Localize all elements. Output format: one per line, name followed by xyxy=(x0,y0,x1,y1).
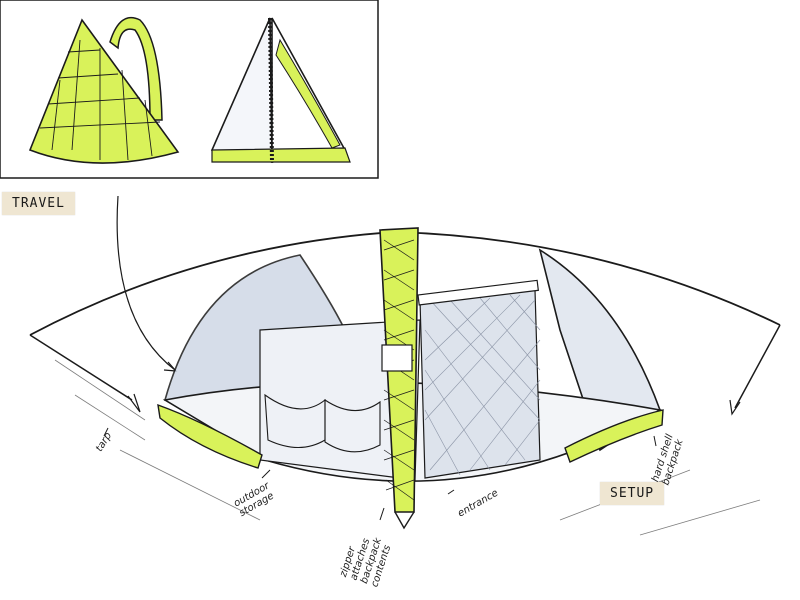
entrance-leader xyxy=(448,490,454,494)
setup-label: SETUP xyxy=(600,482,664,505)
backpack-side-base xyxy=(212,148,350,162)
tarp-left-pole xyxy=(30,335,132,400)
storage-leader xyxy=(262,470,270,478)
backpack-side-view xyxy=(212,18,350,162)
zipper-leader xyxy=(380,508,384,520)
zipper-pull xyxy=(382,345,412,371)
tarp-right-pole xyxy=(735,325,780,408)
tent-body xyxy=(158,228,663,528)
tent-entrance-mesh xyxy=(418,280,540,478)
travel-label: TRAVEL xyxy=(2,192,75,215)
hard-shell-leader xyxy=(654,436,656,446)
backpack-front-view xyxy=(30,18,178,163)
backpack-side-shell xyxy=(212,18,272,162)
